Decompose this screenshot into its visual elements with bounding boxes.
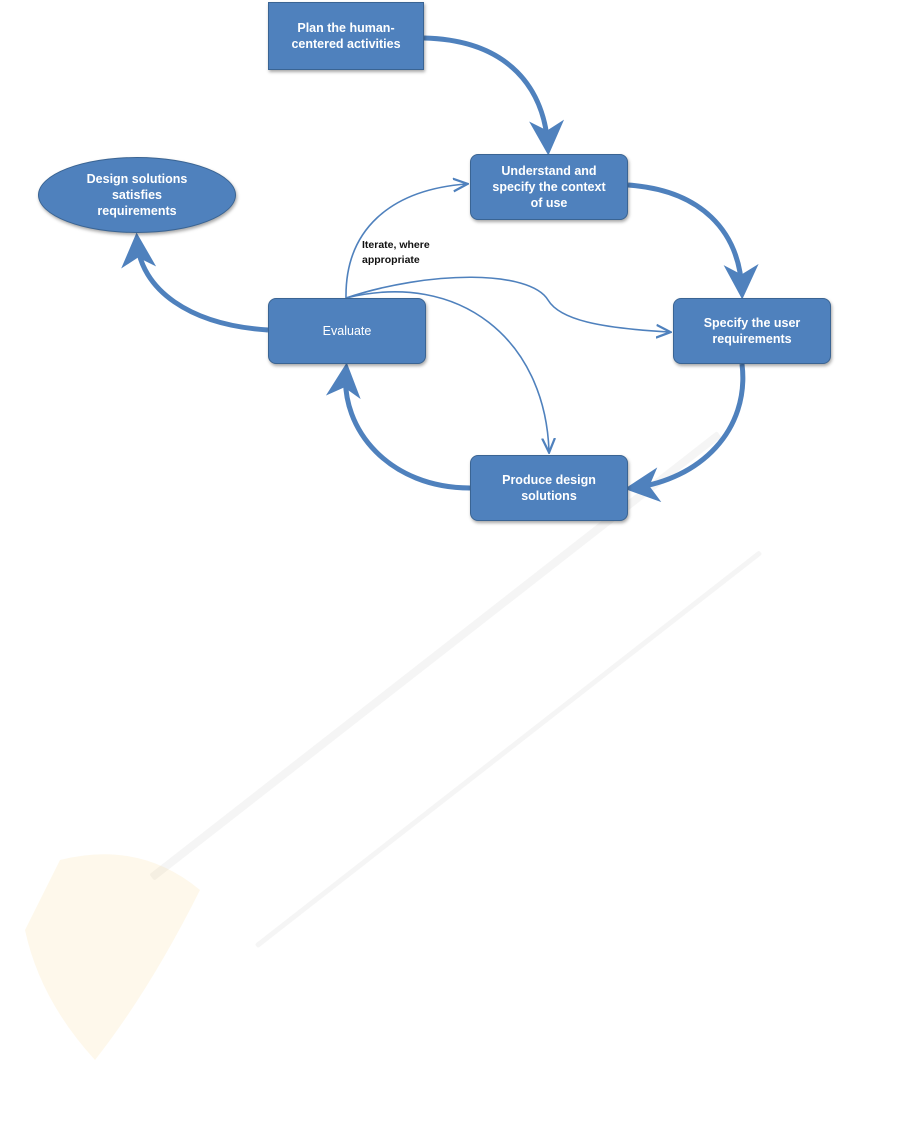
iterate-where-appropriate-label: Iterate, where appropriate [362,238,482,268]
understand-context-box: Understand and specify the context of us… [470,154,628,220]
specify-requirements-label: Specify the user requirements [704,315,801,347]
arrow-evaluate-to-goal [137,240,268,330]
watermark-seal [25,854,200,1060]
arrow-plan-to-understand [424,38,548,148]
arrow-produce-to-evaluate [346,370,470,488]
evaluate-box: Evaluate [268,298,426,364]
arrow-specify-to-produce [632,364,743,488]
design-satisfies-requirements-label: Design solutions satisfies requirements [87,171,188,219]
design-satisfies-requirements-oval: Design solutions satisfies requirements [38,157,236,233]
plan-activities-box: Plan the human- centered activities [268,2,424,70]
arrow-understand-to-specify [628,185,742,292]
understand-context-label: Understand and specify the context of us… [492,163,605,211]
plan-activities-label: Plan the human- centered activities [291,20,400,52]
evaluate-label: Evaluate [323,323,372,339]
specify-requirements-box: Specify the user requirements [673,298,831,364]
produce-design-solutions-box: Produce design solutions [470,455,628,521]
produce-design-solutions-label: Produce design solutions [502,472,596,504]
